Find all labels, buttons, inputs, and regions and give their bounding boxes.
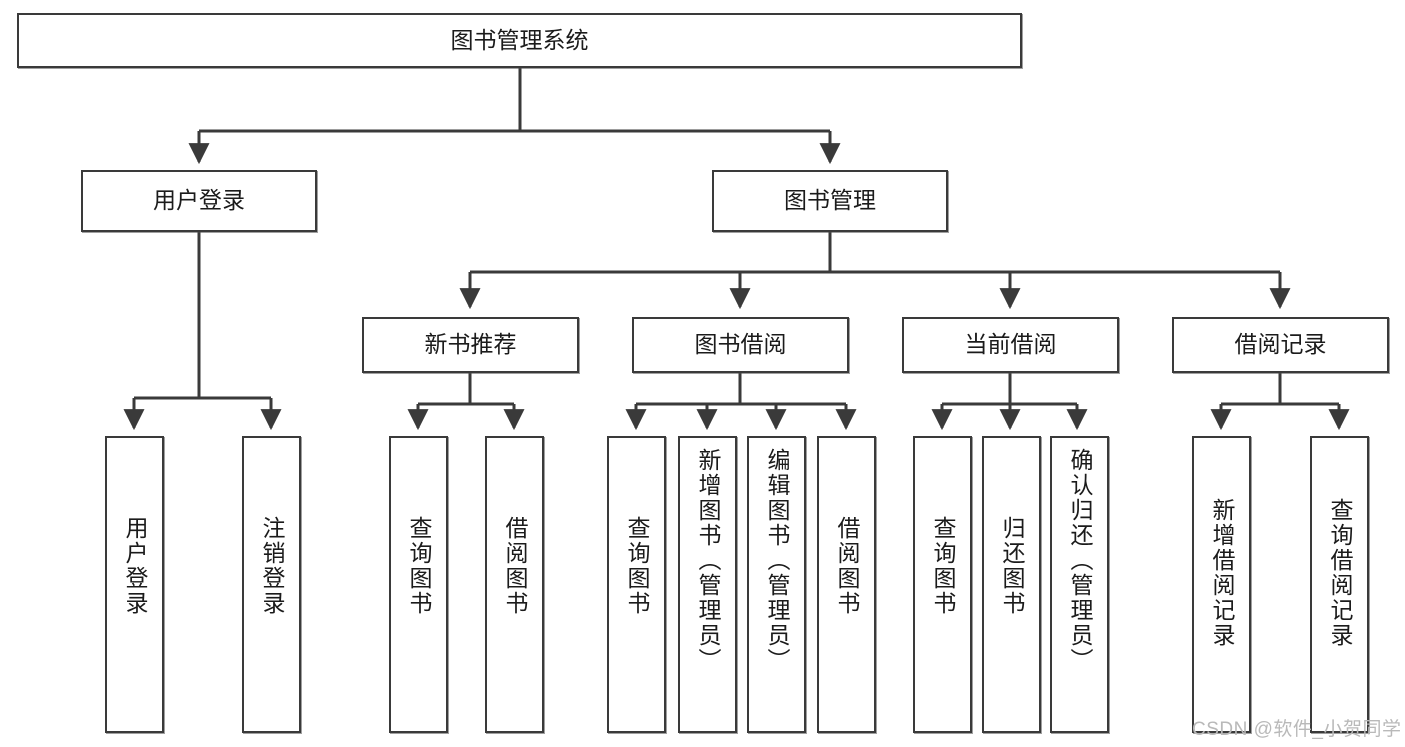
node-leaf-borrow-book-2[interactable]: 借阅图书 [817, 436, 876, 733]
node-leaf-query-book-1[interactable]: 查询图书 [389, 436, 448, 733]
node-book-manage-label: 图书管理 [784, 187, 876, 214]
node-leaf-borrow-book-2-label: 借阅图书 [834, 516, 860, 616]
node-new-book-recommend[interactable]: 新书推荐 [362, 317, 579, 373]
node-user-login-label: 用户登录 [153, 187, 245, 214]
node-leaf-add-book-label: 新增图书（管理员） [695, 448, 721, 673]
node-leaf-borrow-book-1-label: 借阅图书 [502, 516, 528, 616]
node-leaf-add-record[interactable]: 新增借阅记录 [1192, 436, 1251, 733]
node-current-borrow-label: 当前借阅 [964, 331, 1057, 358]
node-leaf-query-book-3[interactable]: 查询图书 [913, 436, 972, 733]
node-borrow-record-label: 借阅记录 [1234, 331, 1327, 358]
node-book-borrow[interactable]: 图书借阅 [632, 317, 849, 373]
node-root[interactable]: 图书管理系统 [17, 13, 1022, 68]
node-leaf-logout[interactable]: 注销登录 [242, 436, 301, 733]
node-root-label: 图书管理系统 [450, 26, 589, 53]
node-user-login[interactable]: 用户登录 [81, 170, 317, 232]
csdn-watermark: CSDN @软件_小贺同学 [1192, 719, 1402, 740]
node-leaf-user-login-label: 用户登录 [122, 516, 148, 616]
node-leaf-edit-book-label: 编辑图书（管理员） [764, 448, 790, 673]
node-book-manage[interactable]: 图书管理 [712, 170, 948, 232]
node-leaf-add-book[interactable]: 新增图书（管理员） [678, 436, 737, 733]
node-leaf-query-record[interactable]: 查询借阅记录 [1310, 436, 1369, 733]
node-leaf-query-book-2-label: 查询图书 [624, 516, 650, 616]
node-leaf-query-book-3-label: 查询图书 [930, 516, 956, 616]
node-leaf-query-record-label: 查询借阅记录 [1327, 498, 1353, 648]
node-current-borrow[interactable]: 当前借阅 [902, 317, 1119, 373]
node-leaf-query-book-2[interactable]: 查询图书 [607, 436, 666, 733]
node-leaf-borrow-book-1[interactable]: 借阅图书 [485, 436, 544, 733]
node-leaf-query-book-1-label: 查询图书 [406, 516, 432, 616]
node-leaf-logout-label: 注销登录 [259, 516, 285, 616]
node-book-borrow-label: 图书借阅 [694, 331, 787, 358]
node-borrow-record[interactable]: 借阅记录 [1172, 317, 1389, 373]
node-leaf-confirm-return-label: 确认归还（管理员） [1067, 448, 1093, 673]
node-leaf-return-book[interactable]: 归还图书 [982, 436, 1041, 733]
node-new-book-recommend-label: 新书推荐 [424, 331, 517, 358]
node-leaf-user-login[interactable]: 用户登录 [105, 436, 164, 733]
node-leaf-return-book-label: 归还图书 [999, 516, 1025, 616]
node-leaf-confirm-return[interactable]: 确认归还（管理员） [1050, 436, 1109, 733]
node-leaf-edit-book[interactable]: 编辑图书（管理员） [747, 436, 806, 733]
node-leaf-add-record-label: 新增借阅记录 [1209, 498, 1235, 648]
